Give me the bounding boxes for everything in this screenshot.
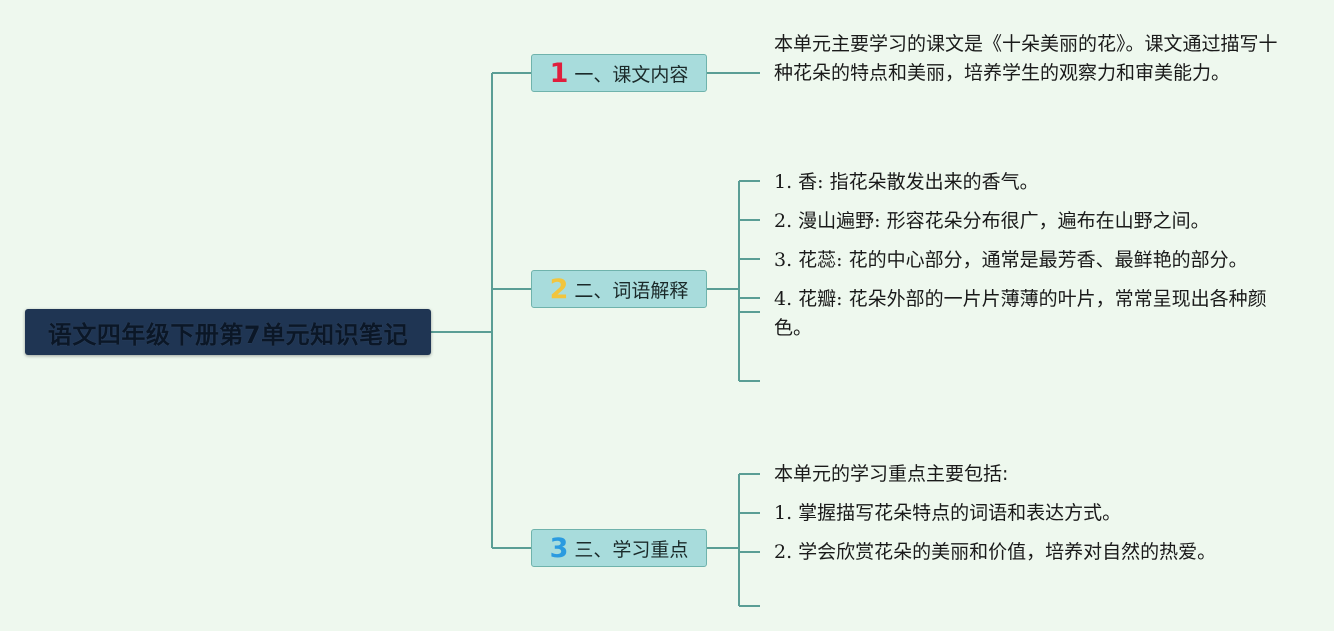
branch-node-3[interactable]: 3 三、学习重点: [531, 529, 707, 567]
root-node[interactable]: 语文四年级下册第7单元知识笔记: [25, 309, 431, 355]
leaf-3-3: 2. 学会欣赏花朵的美丽和价值，培养对自然的热爱。: [774, 541, 1217, 563]
branch-number-3: 3: [549, 532, 569, 564]
leaf-2-3: 3. 花蕊: 花的中心部分，通常是最芳香、最鲜艳的部分。: [774, 249, 1248, 271]
root-title: 语文四年级下册第7单元知识笔记: [47, 320, 409, 349]
connector-bracket-3: [707, 473, 760, 607]
branch-label-1: 一、课文内容: [574, 63, 689, 86]
branch-number-2: 2: [549, 273, 569, 305]
leaf-2-4: 4. 花瓣: 花朵外部的一片片薄薄的叶片，常常呈现出各种颜色。: [774, 288, 1267, 339]
branch-number-1: 1: [549, 57, 569, 89]
leaf-3-2: 1. 掌握描写花朵特点的词语和表达方式。: [774, 502, 1122, 524]
branch-label-2: 二、词语解释: [574, 279, 689, 302]
leaf-2-2: 2. 漫山遍野: 形容花朵分布很广，遍布在山野之间。: [774, 210, 1210, 232]
branch-node-1[interactable]: 1 一、课文内容: [531, 54, 707, 92]
connector-bracket-2: [707, 180, 760, 382]
leaf-2-1: 1. 香: 指花朵散发出来的香气。: [774, 171, 1039, 193]
branch-node-2[interactable]: 2 二、词语解释: [531, 270, 707, 308]
leaf-1-1: 本单元主要学习的课文是《十朵美丽的花》。课文通过描写十种花朵的特点和美丽，培养学…: [774, 33, 1278, 84]
leaf-3-1: 本单元的学习重点主要包括:: [774, 463, 1009, 485]
branch-label-3: 三、学习重点: [574, 538, 689, 561]
